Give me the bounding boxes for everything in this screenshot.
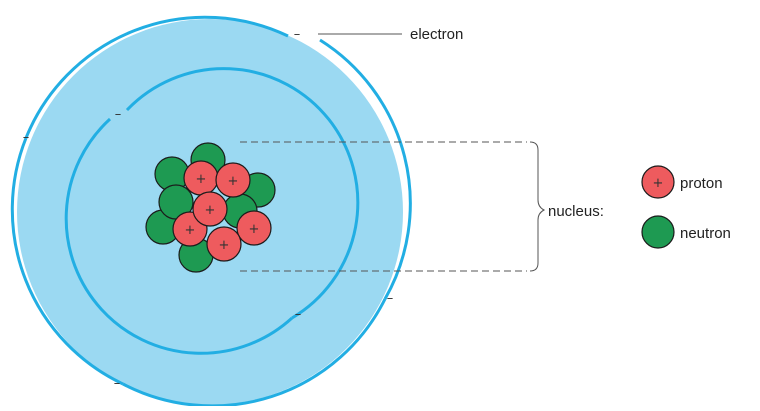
electron-label: electron	[410, 26, 463, 43]
electron-inner-top: –	[115, 107, 122, 122]
legend-proton-label: proton	[680, 175, 723, 192]
proton-sign: +	[249, 222, 260, 237]
proton-sign: +	[205, 203, 216, 218]
electron-inner-bottom: –	[295, 307, 302, 322]
legend-proton-sign: +	[653, 176, 664, 191]
electron-outer-top: –	[294, 27, 301, 42]
nucleus-brace	[530, 142, 544, 271]
proton-sign: +	[185, 223, 196, 238]
nucleus-label: nucleus:	[548, 203, 604, 220]
legend-neutron-label: neutron	[680, 225, 731, 242]
proton-sign: +	[219, 238, 230, 253]
legend-neutron-swatch	[642, 216, 674, 248]
legend: + proton neutron	[642, 166, 731, 248]
electron-outer-right: –	[387, 291, 394, 306]
proton-sign: +	[228, 174, 239, 189]
proton-sign: +	[196, 172, 207, 187]
electron-outer-bottom: –	[114, 376, 121, 391]
electron-outer-left: –	[23, 130, 30, 145]
